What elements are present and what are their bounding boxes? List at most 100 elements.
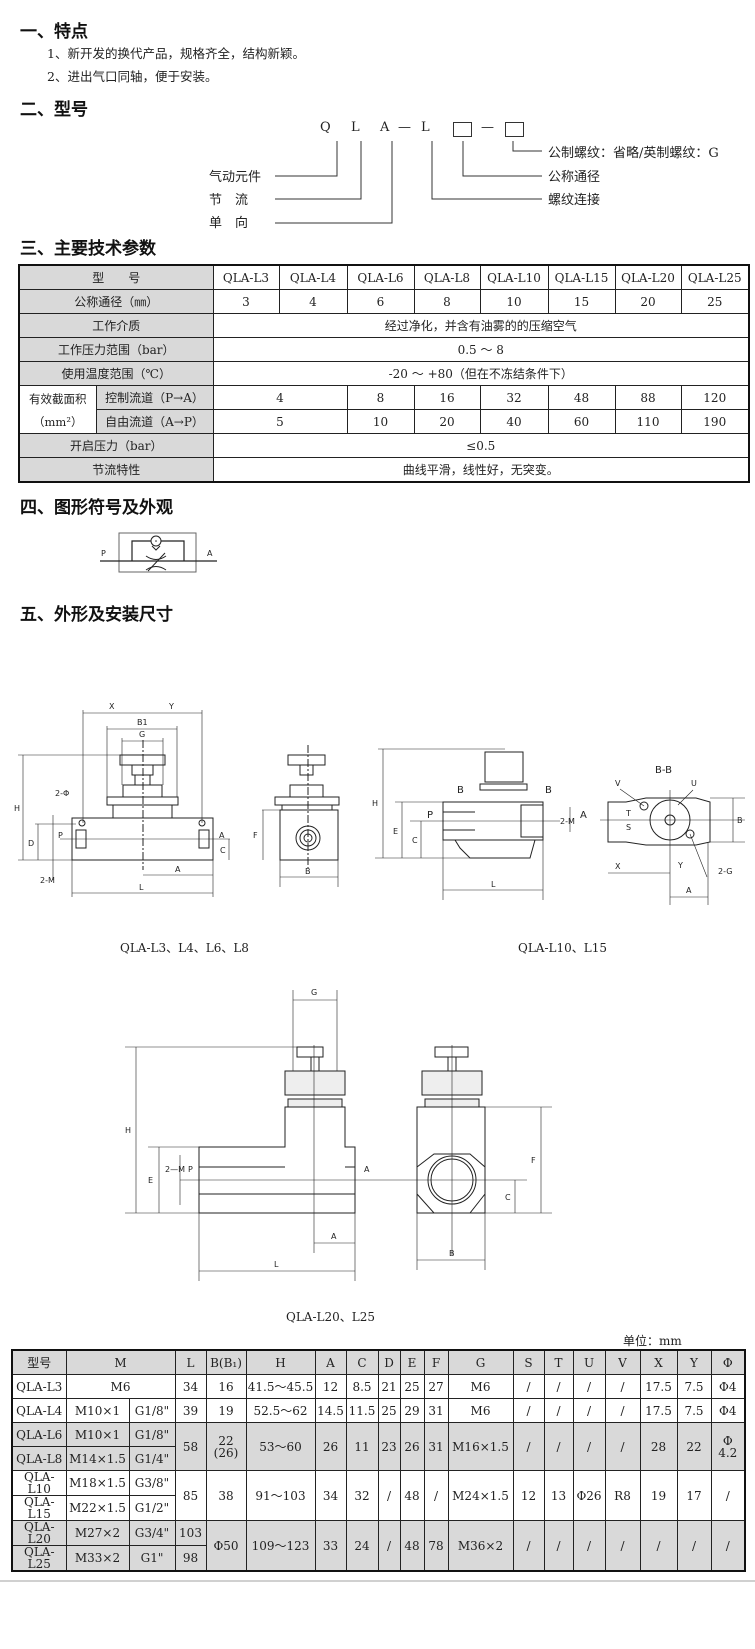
- dimension-cell: 34: [314, 1470, 347, 1521]
- dim-label-a: A: [331, 1232, 337, 1241]
- drawing-caption-l3: QLA-L3、L4、L6、L8: [120, 941, 249, 955]
- section-mark-b-left: B: [457, 785, 464, 796]
- model-cell: QLA-L10: [11, 1470, 67, 1496]
- dimension-cell: 48: [399, 1470, 425, 1521]
- dimension-cell: /: [676, 1520, 712, 1572]
- dimension-cell: /: [572, 1422, 606, 1471]
- dim-label-c: C: [412, 836, 418, 845]
- column-header: X: [639, 1349, 678, 1375]
- dim-label-2m: 2-M: [40, 876, 55, 885]
- dimension-cell: 98: [174, 1545, 207, 1572]
- dim-label-l: L: [491, 880, 496, 889]
- row-label-area: 有效截面积（mm²）: [18, 385, 97, 434]
- one-way-throttle-symbol: P A: [100, 532, 217, 573]
- dim-label-2m: 2-M: [560, 817, 575, 826]
- dimension-cell: 7.5: [676, 1398, 712, 1423]
- dimension-cell: 22: [676, 1422, 712, 1471]
- column-header: F: [423, 1349, 449, 1375]
- section-mark-b-right: B: [545, 785, 552, 796]
- drawing-caption-l20: QLA-L20、L25: [286, 1310, 375, 1324]
- dimension-cell: 78: [423, 1520, 449, 1572]
- code-l2: L: [421, 120, 430, 135]
- dimension-cell: /: [377, 1470, 401, 1521]
- column-header: U: [572, 1349, 606, 1375]
- code-a: A: [380, 120, 390, 135]
- dimension-cell: M24×1.5: [447, 1470, 514, 1521]
- dimension-cell: 12: [314, 1374, 347, 1399]
- table-row: 公称通径（㎜） 3 4 6 8 10 15 20 25: [18, 289, 750, 314]
- bore-cell: 6: [346, 289, 415, 314]
- column-header: G: [447, 1349, 514, 1375]
- model-cell: QLA-L6: [346, 264, 415, 290]
- dim-label-l: L: [274, 1260, 279, 1269]
- dimension-cell: /: [572, 1374, 606, 1399]
- port-label-p: P: [188, 1165, 193, 1174]
- dim-label-d: D: [28, 839, 34, 848]
- dimension-cell: 19: [639, 1470, 678, 1521]
- header-model: 型 号: [18, 264, 214, 290]
- model-cell: QLA-L8: [413, 264, 481, 290]
- model-cell: QLA-L15: [11, 1495, 67, 1521]
- feature-item: 2、进出气口同轴，便于安装。: [47, 69, 218, 84]
- dim-label-s: S: [626, 823, 631, 832]
- column-header: Y: [676, 1349, 712, 1375]
- drawing-l3-side: [262, 745, 340, 887]
- bore-cell: 8: [413, 289, 481, 314]
- table-row: 自由流道（A→P） 5 10 20 40 60 110 190: [19, 409, 750, 434]
- dim-label-t: T: [625, 809, 631, 818]
- dimension-cell: 109～123: [245, 1520, 316, 1572]
- port-label-p: P: [427, 810, 433, 821]
- column-header: C: [345, 1349, 379, 1375]
- free-cell: 5: [212, 409, 348, 434]
- dim-label-e: E: [393, 827, 398, 836]
- dimension-cell: 39: [174, 1398, 207, 1423]
- dim-label-g: G: [139, 730, 145, 739]
- dimension-cell: 24: [345, 1520, 379, 1572]
- dimension-cell: G1/4": [128, 1446, 176, 1471]
- dimension-cell: /: [710, 1470, 746, 1521]
- free-cell: 20: [413, 409, 481, 434]
- dimension-cell: /: [512, 1398, 545, 1423]
- dimension-drawings: X Y B1 G H D 2-M 2-Φ P A C A L F B QLA-L…: [14, 702, 745, 1324]
- dimension-cell: /: [512, 1422, 545, 1471]
- control-cell: 4: [212, 385, 348, 410]
- dimension-cell: 103: [174, 1520, 207, 1546]
- dim-label-f: F: [253, 831, 258, 840]
- free-cell: 10: [346, 409, 415, 434]
- dim-label-b1: B1: [137, 718, 148, 727]
- code-l: L: [351, 120, 360, 135]
- dim-label-y: Y: [677, 861, 683, 870]
- dimension-cell: /: [639, 1520, 678, 1572]
- dimension-cell: 48: [399, 1520, 425, 1572]
- column-header: B(B₁): [205, 1349, 247, 1375]
- code-label-thread-conn: 螺纹连接: [548, 193, 601, 208]
- dim-label-a: A: [175, 865, 181, 874]
- table-row: 使用温度范围（℃） -20 ～ +80（但在不冻结条件下）: [18, 361, 750, 386]
- dimension-cell: 85: [174, 1470, 207, 1521]
- dimension-cell: M27×2: [65, 1520, 130, 1546]
- temp-value: -20 ～ +80（但在不冻结条件下）: [212, 361, 750, 386]
- dim-label-e: E: [148, 1176, 153, 1185]
- model-cell: QLA-L3: [212, 264, 280, 290]
- dimension-cell: /: [543, 1398, 574, 1423]
- dimension-cell: M36×2: [447, 1520, 514, 1572]
- dimension-cell: M6: [447, 1374, 514, 1399]
- port-label-a: A: [364, 1165, 370, 1174]
- dimension-cell: 26: [314, 1422, 347, 1471]
- dimension-cell: 14.5: [314, 1398, 347, 1423]
- dimension-cell: M10×1: [65, 1398, 130, 1423]
- dimension-cell: /: [543, 1374, 574, 1399]
- model-cell: QLA-L6: [11, 1422, 67, 1447]
- dimension-cell: 38: [205, 1470, 247, 1521]
- column-header: D: [377, 1349, 401, 1375]
- tech-params-table: 型 号 QLA-L3 QLA-L4 QLA-L6 QLA-L8 QLA-L10 …: [18, 264, 750, 483]
- control-cell: 48: [547, 385, 616, 410]
- dimension-cell: 29: [399, 1398, 425, 1423]
- pressure-value: 0.5 ～ 8: [212, 337, 750, 362]
- dimension-cell: /: [572, 1398, 606, 1423]
- area-label: 有效截面积: [29, 391, 87, 406]
- dim-label-b: B: [737, 816, 743, 825]
